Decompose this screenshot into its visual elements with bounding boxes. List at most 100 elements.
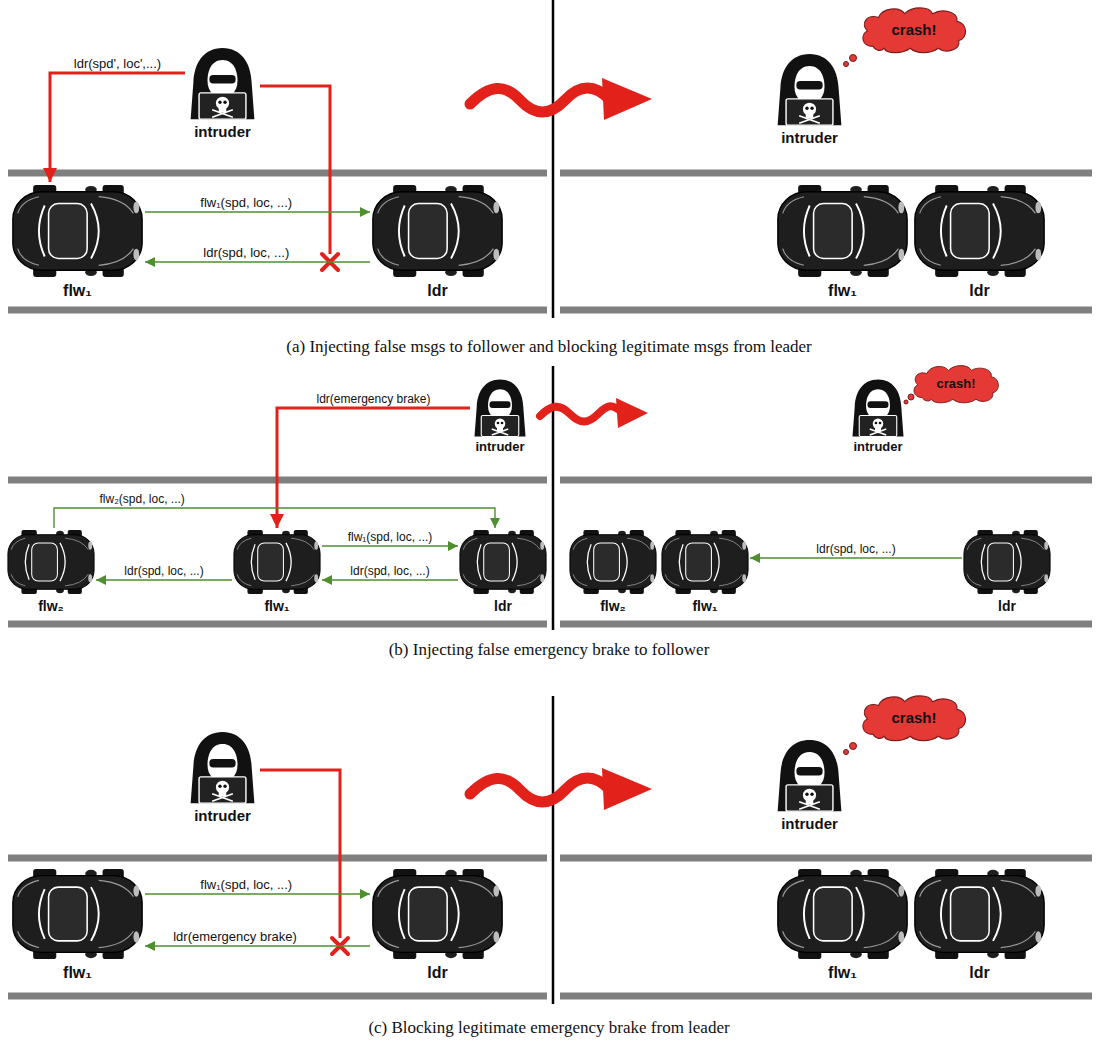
car-detail (941, 889, 947, 939)
car-detail (451, 204, 459, 259)
hacker-mask (490, 401, 511, 408)
hacker-mask (209, 759, 235, 767)
car-detail (1001, 880, 1036, 896)
car-detail (237, 574, 251, 586)
message-label: ldr(spd, loc, ...) (122, 565, 205, 578)
attack-branch (260, 86, 330, 254)
car-detail (804, 206, 810, 257)
hacker-face (795, 752, 825, 790)
car-detail (39, 206, 45, 257)
message-label: ldr(spd, loc, ...) (201, 246, 291, 260)
car-detail (25, 544, 29, 579)
thought-dot (908, 394, 914, 400)
message-arrow (145, 893, 370, 895)
wave-body (470, 778, 610, 802)
car-detail (864, 249, 899, 266)
hacker-figure (853, 380, 904, 437)
wave-body (540, 406, 622, 421)
car-detail (627, 538, 650, 550)
car-detail (783, 880, 804, 896)
car-detail (286, 543, 291, 581)
hacker-figure (778, 740, 842, 811)
car-headlight (540, 542, 544, 550)
car-roof (484, 543, 510, 581)
car-headlight (898, 202, 904, 214)
car-detail (864, 197, 899, 214)
road-edge (8, 621, 547, 628)
hacker-hood (778, 54, 842, 125)
thought-dot (850, 743, 857, 750)
car-body-group (915, 185, 1044, 277)
road-edge (560, 170, 1092, 177)
car-icon (912, 866, 1047, 962)
car-headlight (540, 574, 544, 582)
subfigure-caption: (a) Injecting false msgs to follower and… (286, 337, 811, 357)
car-detail (91, 887, 99, 941)
car-headlight (493, 931, 499, 943)
road-edge (560, 993, 1092, 1000)
hacker-figure (778, 54, 842, 125)
car-node: flw₁ (10, 182, 145, 300)
car-body (373, 876, 502, 953)
car-icon (232, 528, 322, 596)
car-label: ldr (969, 964, 989, 982)
car-headlight (898, 885, 904, 897)
car-label: flw₁ (828, 282, 857, 300)
car-headlight (650, 542, 654, 550)
car-body-group (964, 530, 1050, 594)
car-detail (91, 204, 99, 259)
car-detail (1021, 574, 1044, 586)
car-body (964, 535, 1050, 589)
laptop (786, 99, 833, 125)
skull-eye (879, 422, 882, 425)
message-label: flw₁(spd, loc, ...) (346, 531, 435, 544)
hacker-face (208, 744, 238, 782)
car-body (662, 535, 748, 589)
car-detail (967, 574, 981, 586)
car-detail (463, 574, 477, 586)
road-edge (8, 855, 547, 862)
hacker-face (208, 60, 238, 98)
message-label: ldr(emergency brake) (314, 393, 432, 406)
crossbones (212, 794, 233, 802)
skull-eye (223, 785, 226, 788)
dividers (552, 0, 555, 1004)
car-roof (951, 887, 990, 941)
message-arrow (145, 261, 370, 263)
car-headlight (133, 249, 139, 261)
car-roof (409, 204, 448, 259)
car-detail (864, 880, 899, 896)
panel-divider (552, 0, 555, 318)
hacker-figure (191, 732, 255, 803)
cloud-outline (863, 696, 966, 741)
car-detail (622, 543, 627, 581)
car-node: ldr (912, 866, 1047, 982)
hacker-mask (209, 75, 235, 83)
car-node: flw₂ (568, 528, 658, 614)
attack-branch (260, 770, 340, 938)
intruder-label: intruder (781, 815, 838, 832)
car-detail (459, 197, 494, 214)
car-detail (517, 538, 540, 550)
crash-text: crash! (936, 377, 975, 392)
car-detail (65, 538, 88, 550)
car-roof (49, 887, 88, 941)
hacker-hood (778, 740, 842, 811)
connectors (50, 73, 962, 946)
car-body (373, 192, 502, 270)
car-label: flw₁ (63, 282, 92, 300)
car-detail (1001, 931, 1036, 947)
message-label: ldr(spd, loc, ...) (348, 565, 431, 578)
skull-eye (223, 101, 226, 104)
car-detail (291, 574, 314, 586)
car-icon (10, 182, 145, 280)
road-edge (8, 170, 547, 177)
car-roof (49, 204, 88, 259)
car-icon (962, 528, 1052, 596)
car-roof (409, 887, 448, 941)
road-edge (560, 855, 1092, 862)
hacker-figure (475, 380, 526, 437)
crossbones (212, 110, 233, 118)
car-detail (573, 538, 587, 550)
